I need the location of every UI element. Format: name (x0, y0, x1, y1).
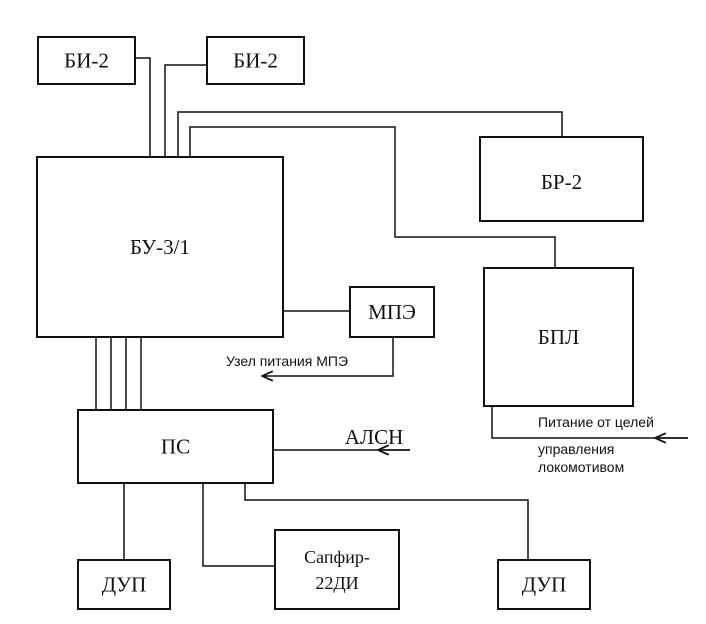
block-bi2-left-label: БИ-2 (64, 49, 109, 73)
block-mpe: МПЭ (349, 286, 435, 338)
loco-power-label-line2: управления (538, 441, 614, 457)
block-bi2-left: БИ-2 (37, 36, 136, 85)
wire-bu-bpl (189, 126, 556, 268)
wire-bi2-right-bu (164, 64, 207, 157)
block-bu31: БУ-3/1 (36, 156, 284, 338)
block-dup-left-label: ДУП (102, 573, 147, 597)
block-bi2-right-label: БИ-2 (233, 49, 278, 73)
loco-power-label-line3: локомотивом (538, 459, 624, 475)
block-sapfir: Сапфир- 22ДИ (274, 529, 400, 610)
block-bu31-label: БУ-3/1 (130, 235, 190, 259)
block-dup-right-label: ДУП (522, 573, 567, 597)
wire-bi2-left-bu (135, 57, 151, 157)
block-mpe-label: МПЭ (368, 300, 416, 324)
block-ps-label: ПС (161, 435, 190, 459)
wire-bpl-power (491, 406, 688, 439)
block-bpl-label: БПЛ (538, 325, 579, 349)
block-ps: ПС (77, 409, 274, 484)
block-br2-label: БР-2 (541, 170, 582, 194)
wire-bu-br2 (177, 111, 563, 157)
block-sapfir-label-line1: Сапфир- (304, 547, 370, 567)
wire-ps-sapfir (202, 483, 275, 567)
wire-mpe-power (262, 337, 394, 376)
block-bpl: БПЛ (483, 267, 634, 407)
block-dup-left: ДУП (77, 559, 171, 610)
mpe-power-label: Узел питания МПЭ (226, 353, 348, 369)
block-bi2-right: БИ-2 (206, 36, 305, 85)
alsn-label: АЛСН (345, 425, 404, 449)
block-br2: БР-2 (479, 136, 644, 222)
block-dup-right: ДУП (497, 559, 591, 610)
wire-ps-dup-right (244, 483, 529, 560)
block-sapfir-label-line2: 22ДИ (315, 573, 358, 593)
loco-power-label-line1: Питание от целей (538, 414, 654, 430)
connection-lines (95, 57, 688, 567)
